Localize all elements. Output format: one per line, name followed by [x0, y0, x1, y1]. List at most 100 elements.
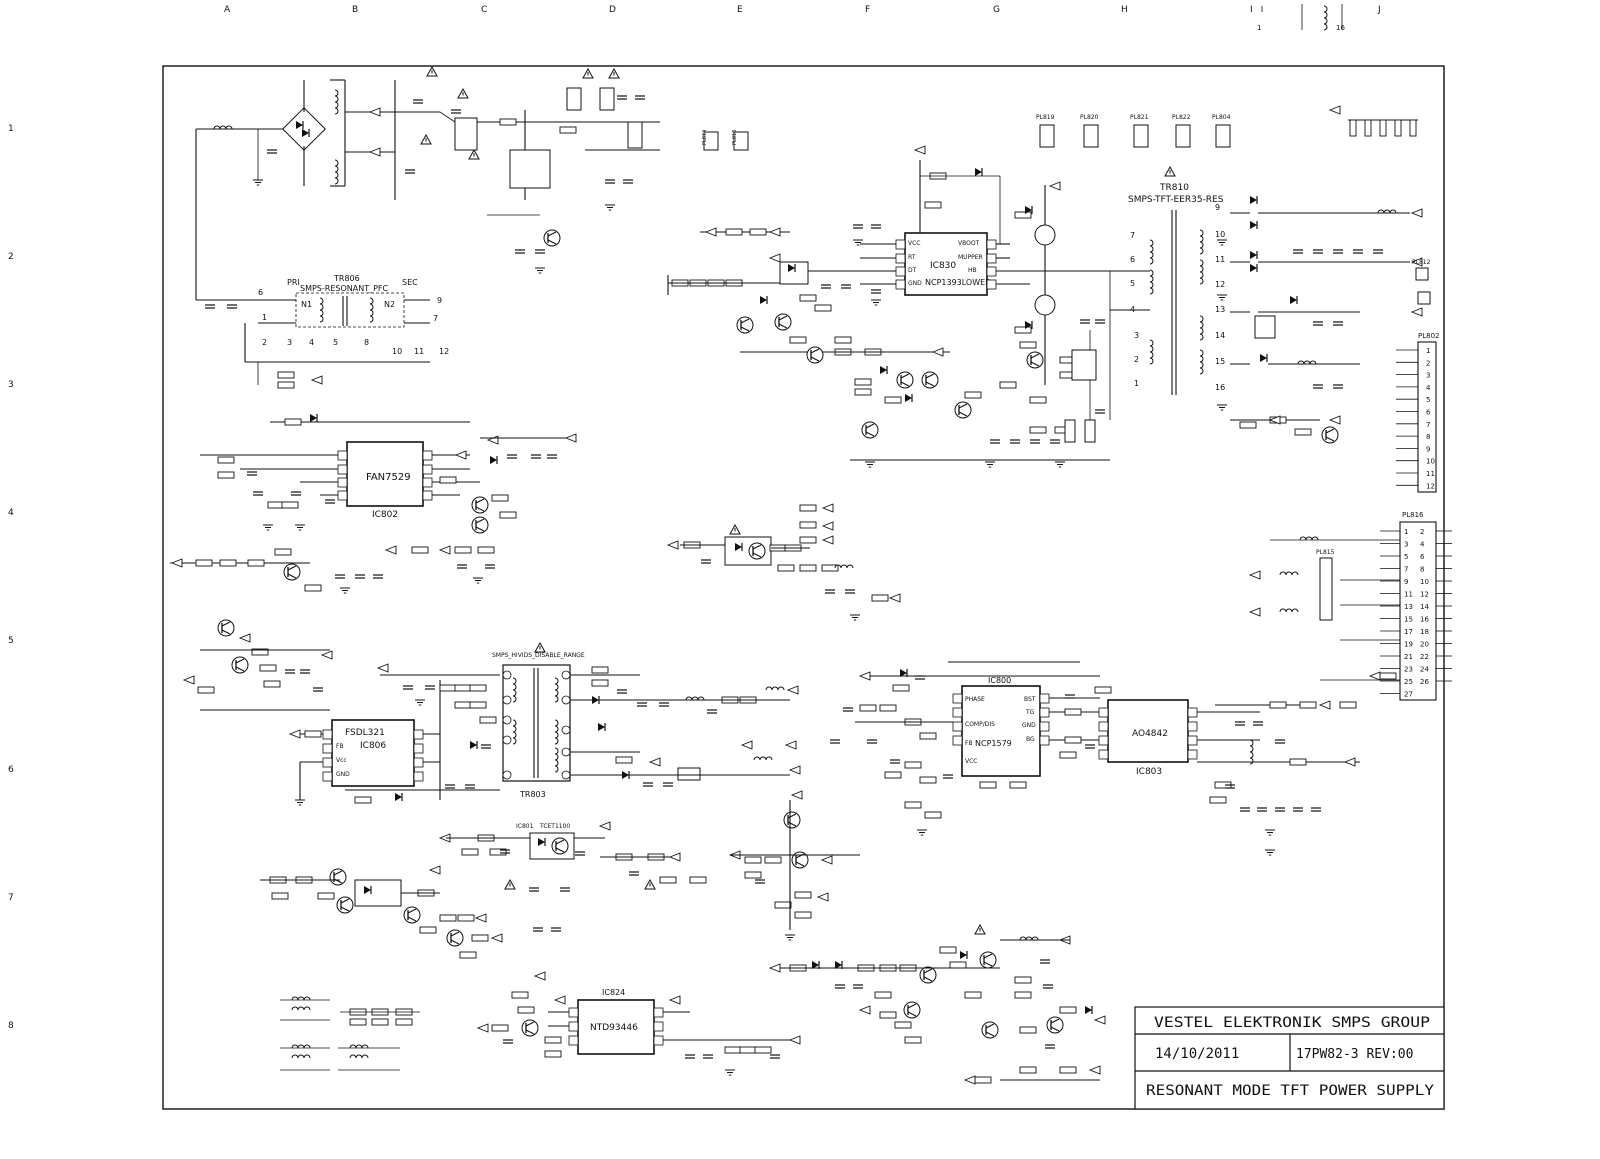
sheet-border — [162, 65, 1445, 1110]
ic830-pin-label: HB — [968, 267, 977, 274]
pl802-pin-number: 7 — [1426, 421, 1430, 429]
row-marker: 7 — [8, 893, 14, 903]
column-marker: I — [1250, 5, 1253, 15]
row-marker: 2 — [8, 252, 14, 262]
standby-regulators — [729, 790, 860, 941]
tr806-n2: N2 — [384, 300, 395, 309]
pl816-pin-number: 18 — [1420, 628, 1429, 636]
corner-number: 16 — [1336, 24, 1345, 32]
tr806-pin: 2 — [262, 338, 267, 347]
pl816-pin-number: 9 — [1404, 578, 1408, 586]
tr810-pin: 10 — [1215, 230, 1225, 239]
tr806-pin: 8 — [364, 338, 369, 347]
pl816-pin-number: 8 — [1420, 566, 1424, 574]
ic800-part: NCP1579 — [975, 739, 1012, 748]
column-marker: G — [993, 5, 1000, 15]
ic806-pin-label: GND — [336, 771, 350, 778]
tr806-ref: TR806 — [333, 274, 360, 283]
ic830-pin-label: GND — [908, 280, 922, 287]
ic801-part: TCET1100 — [539, 823, 570, 830]
column-marker: E — [737, 5, 743, 15]
ic803-part: AO4842 — [1132, 729, 1168, 739]
pl802-pin-number: 6 — [1426, 409, 1431, 417]
ic800-pin-label: BG — [1026, 736, 1035, 743]
tr810-pin: 11 — [1215, 255, 1225, 264]
pl816-pin-number: 6 — [1420, 553, 1425, 561]
tr806-sec: SEC — [402, 278, 418, 287]
column-marker: D — [609, 5, 616, 15]
connector-ref: PL821 — [1130, 114, 1149, 121]
connector-ref: PL819 — [1036, 114, 1055, 121]
tr806-transformer: TR806 SMPS-RESONANT_PFC PRI SEC N1 N2 6 … — [196, 274, 449, 389]
row-marker: 8 — [8, 1021, 14, 1031]
ic806-part: FSDL321 — [345, 728, 385, 738]
ic824-part: NTD93446 — [590, 1023, 638, 1033]
pl816-pin-number: 11 — [1404, 591, 1413, 599]
ic830-pin-label: MUPPER — [958, 254, 983, 261]
ic802-pfc-controller: FAN7529 IC802 — [170, 413, 577, 594]
tr810-pin: 13 — [1215, 305, 1225, 314]
tr806-pin: 10 — [392, 347, 402, 356]
ic803-mosfet: AO4842 IC803 — [1098, 671, 1397, 856]
pl816-pin-number: 22 — [1420, 653, 1429, 661]
tr806-pin: 3 — [287, 338, 292, 347]
ac-filter-legend — [280, 996, 420, 1071]
tr806-pin: 4 — [309, 338, 314, 347]
ic800-ref: IC800 — [988, 676, 1011, 685]
ic803-ref: IC803 — [1136, 767, 1162, 777]
connector-ref: PL822 — [1172, 114, 1191, 121]
tr810-pin: 6 — [1130, 255, 1135, 264]
pl816-pin-number: 1 — [1404, 528, 1408, 536]
pl802-pin-number: 1 — [1426, 347, 1430, 355]
row-markers: 1 2 3 4 5 6 7 8 — [8, 124, 14, 1031]
title-date: 14/10/2011 — [1155, 1046, 1239, 1062]
tr810-transformer: TR810 SMPS-TFT-EER35-RES 7 6 5 4 3 2 1 9… — [1109, 166, 1250, 420]
connector-ref: PL812 — [1412, 259, 1431, 266]
tr810-pin: 7 — [1130, 231, 1135, 240]
ic830-pin-label: VCC — [908, 240, 920, 247]
optocoupler-ic801: IC801 TCET1100 — [439, 821, 707, 892]
ic830-pin-label: DT — [908, 267, 917, 274]
ic830-part: NCP1393LOWER — [925, 278, 991, 287]
pl804-ref: PL815 — [1316, 549, 1335, 556]
tr810-pin: 5 — [1130, 279, 1135, 288]
row-marker: 6 — [8, 765, 14, 775]
tr806-n1: N1 — [301, 300, 312, 309]
standby-switch-section — [183, 619, 562, 959]
tr803-type: SMPS_HIVIDS_DISABLE_RANGE — [492, 652, 585, 659]
pl802-ref: PL802 — [1418, 332, 1439, 340]
ic802-ref: IC802 — [372, 510, 398, 520]
pl816-pin-number: 24 — [1420, 666, 1429, 674]
pl816-pin-number: 15 — [1404, 616, 1413, 624]
ic800-pin-label: FB — [965, 740, 973, 747]
connector-ref: PL814 — [702, 130, 708, 145]
tr803-ref: TR803 — [519, 790, 546, 799]
ic801-ref: IC801 — [516, 823, 534, 830]
pl816-pin-number: 16 — [1420, 616, 1429, 624]
ic806-ref: IC806 — [360, 741, 386, 751]
column-marker: C — [481, 5, 487, 15]
tr810-pin: 3 — [1134, 331, 1139, 340]
tr806-pin: 5 — [333, 338, 338, 347]
pl816-pin-number: 20 — [1420, 641, 1429, 649]
pl802-pin-number: 10 — [1426, 458, 1435, 466]
ic800-pin-label: VCC — [965, 758, 977, 765]
pl816-pin-number: 21 — [1404, 653, 1413, 661]
tr810-pin: 9 — [1215, 203, 1220, 212]
ic806-standby-controller: FSDL321 IC806 FB Vcc GND — [289, 663, 500, 806]
pl816-pin-number: 14 — [1420, 603, 1429, 611]
connector-ref: PL804 — [1212, 114, 1231, 121]
pl816-pin-number: 26 — [1420, 678, 1429, 686]
pl816-pin-number: 19 — [1404, 641, 1413, 649]
pl816-pin-number: 3 — [1404, 541, 1408, 549]
pl802-pin-number: 8 — [1426, 433, 1430, 441]
pl816-pin-number: 10 — [1420, 578, 1429, 586]
title-company: VESTEL ELEKTRONIK SMPS GROUP — [1154, 1015, 1430, 1031]
ic824-ref: IC824 — [602, 988, 625, 997]
connector-ref: PL818 — [732, 130, 738, 145]
optocoupler-ic808 — [667, 503, 901, 621]
column-marker: H — [1121, 5, 1128, 15]
column-markers: A B C D E F G H I J — [224, 5, 1381, 15]
small-connectors: PL814 PL818 PL819 PL820 PL821 PL822 PL80… — [702, 114, 1431, 305]
